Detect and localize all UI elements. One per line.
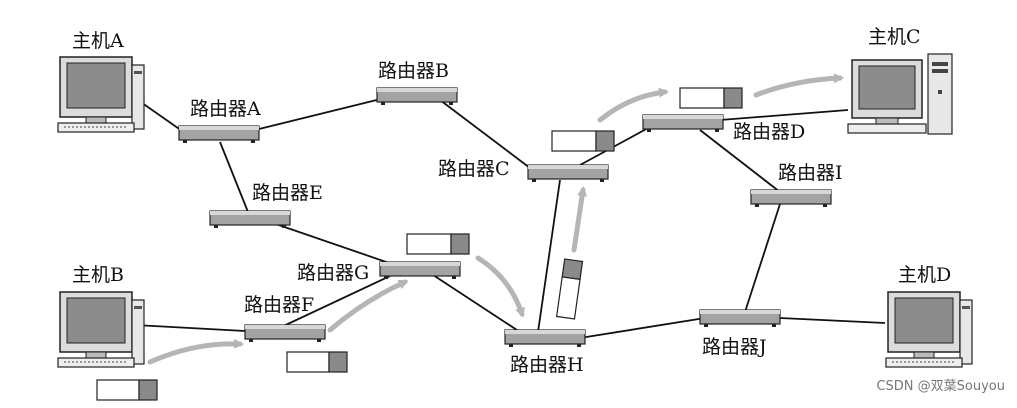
router-icon-g: [379, 261, 461, 280]
link-routeri-routerj: [744, 203, 781, 313]
flow-arrow-3: [475, 255, 525, 318]
packet-5: [551, 130, 615, 152]
router-icon-i: [750, 189, 832, 208]
packet-6: [679, 87, 743, 109]
router-icon-f: [244, 324, 326, 343]
router-h-label: 路由器H: [510, 354, 584, 376]
link-routerd-hostc: [719, 109, 849, 121]
host-d-label: 主机D: [898, 264, 952, 286]
link-hostb-routerf: [134, 324, 246, 332]
packets: [96, 87, 743, 401]
router-a-label: 路由器A: [190, 98, 261, 120]
computer-icon-host-d: [885, 291, 973, 368]
host-a-label: 主机A: [72, 30, 124, 52]
router-b-label: 路由器B: [378, 60, 449, 82]
flow-arrow-2: [327, 279, 409, 333]
link-routera-routere: [219, 141, 249, 213]
link-routera-routerb: [254, 97, 386, 131]
flow-arrow-1: [147, 338, 244, 365]
packet-1: [96, 379, 158, 401]
router-f-label: 路由器F: [244, 294, 315, 316]
link-routerb-routerc: [439, 99, 531, 169]
router-g-label: 路由器G: [297, 262, 370, 284]
computer-icon-host-a: [57, 56, 145, 133]
link-routere-routerg: [269, 221, 396, 266]
router-e-label: 路由器E: [252, 182, 323, 204]
flow-arrow-6: [753, 73, 844, 98]
link-routerj-hostd: [779, 317, 886, 324]
computer-icon-host-b: [57, 291, 145, 368]
flow-arrow-4: [571, 186, 588, 253]
packet-4: [555, 258, 584, 320]
router-icon-a: [178, 125, 260, 144]
packet-flow-arrows: [147, 73, 844, 365]
router-icon-h: [504, 329, 586, 348]
computer-icon-host-c: [847, 53, 953, 135]
link-routerd-routeri: [699, 129, 781, 193]
router-j-label: 路由器J: [702, 336, 767, 358]
flow-arrow-5: [597, 87, 669, 123]
watermark: CSDN @双葉Souyou: [876, 379, 1005, 394]
router-icon-d: [642, 114, 724, 133]
link-routerc-routerh: [537, 179, 561, 333]
router-icon-e: [209, 210, 291, 229]
router-c-label: 路由器C: [438, 158, 510, 180]
packet-2: [286, 351, 348, 373]
link-routerh-routerj: [579, 317, 706, 339]
packet-3: [406, 233, 470, 255]
host-c-label: 主机C: [868, 26, 921, 48]
host-b-label: 主机B: [72, 264, 124, 286]
link-routerc-routerd: [579, 126, 651, 166]
link-routerf-routerg: [274, 275, 391, 331]
router-icon-c: [527, 164, 609, 183]
router-icon-b: [376, 87, 458, 106]
router-icon-j: [699, 309, 781, 328]
router-i-label: 路由器I: [778, 162, 843, 184]
links: [134, 97, 886, 339]
link-routerg-routerh: [429, 272, 521, 333]
router-d-label: 路由器D: [733, 121, 806, 143]
